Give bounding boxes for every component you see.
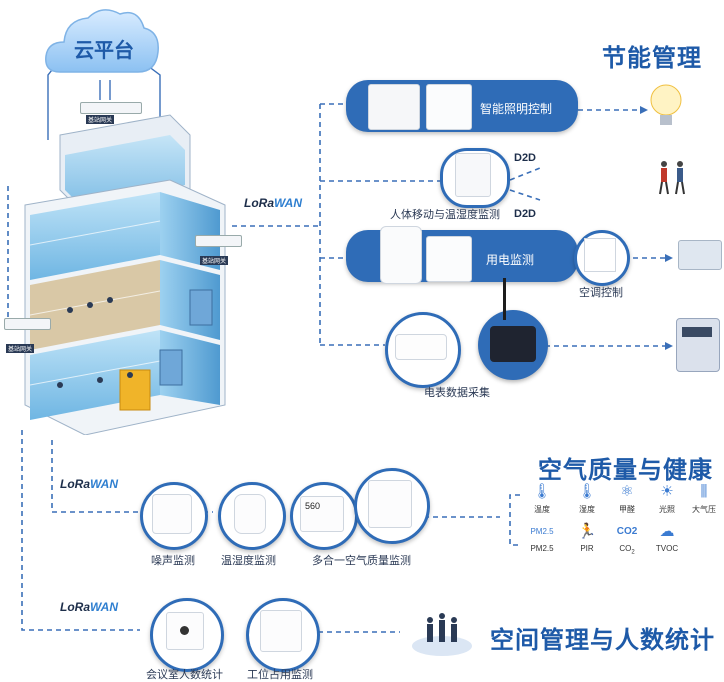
- th-label: 温湿度监测: [221, 555, 276, 567]
- meeting-counter-circle: [150, 598, 224, 672]
- multi-sensor-device: [368, 480, 412, 528]
- runner-icon: 🏃: [577, 523, 597, 540]
- lighting-control-label: 智能照明控制: [480, 102, 553, 116]
- touch-switch-device: [426, 84, 472, 130]
- sensor-label-humidity: 湿度: [579, 505, 595, 514]
- walking-people-icon: [652, 158, 692, 198]
- lorawan-logo-space: LoRaWAN: [60, 600, 118, 614]
- thermometer-icon: 🌡: [577, 483, 597, 500]
- noise-label: 噪声监测: [151, 555, 195, 567]
- gateway-right: [195, 235, 242, 247]
- air-conditioner-icon: [678, 240, 722, 270]
- motion-sensor-device: [455, 153, 491, 197]
- wan-text: WAN: [90, 477, 118, 491]
- meter-label: 电表数据采集: [424, 387, 490, 399]
- lorawan-logo-energy: LoRaWAN: [244, 196, 302, 210]
- wall-socket-device: [426, 236, 472, 282]
- thermometer-icon: 🌡: [532, 483, 552, 500]
- noise-sensor-device: [152, 494, 192, 534]
- collector-box-device: [395, 334, 447, 360]
- gateway-left-label: 基站网关: [6, 344, 35, 353]
- cloud-icon: [45, 9, 159, 73]
- sensor-grid: 🌡 温度 🌡 湿度 ⚛ 甲醛 ☀ 光照 ⫼ 大气压 PM2.5 PM2.5 🏃 …: [520, 482, 720, 562]
- sensor-label-pressure: 大气压: [692, 505, 716, 514]
- bulb-svg: [650, 84, 682, 125]
- gateway-left: [4, 318, 51, 330]
- co2-icon: CO2: [616, 526, 638, 537]
- d2d-label-top: D2D: [514, 152, 537, 164]
- section-title-energy: 节能管理: [602, 45, 702, 72]
- gateway-right-label: 基站网关: [200, 256, 229, 265]
- wan-text: WAN: [274, 196, 302, 210]
- desk-sensor-device: [260, 610, 302, 652]
- section-title-air: 空气质量与健康: [538, 457, 713, 484]
- power-monitoring-label: 用电监测: [486, 253, 535, 267]
- sensor-label-pm25: PM2.5: [530, 544, 554, 553]
- lora-text: LoRa: [60, 477, 90, 491]
- sensor-label-tvoc: TVOC: [655, 544, 679, 553]
- section-title-space: 空间管理与人数统计: [490, 627, 715, 654]
- smart-plug-device: [380, 226, 422, 284]
- counter-lens: [180, 626, 189, 635]
- gateway-top-label: 基站网关: [86, 115, 115, 124]
- sensor-label-co2: CO2: [607, 544, 647, 556]
- molecule-icon: ⚛: [620, 483, 634, 500]
- gateway-antenna: [503, 278, 506, 320]
- cloud-label: 云平台: [74, 40, 134, 62]
- lora-text: LoRa: [244, 196, 274, 210]
- motion-label: 人体移动与温湿度监测: [390, 209, 500, 221]
- people-svg: [659, 161, 685, 195]
- electric-meter-icon: [676, 318, 720, 372]
- co2-text: CO: [619, 544, 632, 553]
- co2-sub: 2: [631, 549, 635, 556]
- desk-occupancy-label: 工位占用监测: [247, 669, 313, 681]
- cloud-dots-icon: ☁: [659, 523, 675, 540]
- multi-sensor-label: 多合一空气质量监测: [312, 555, 411, 567]
- gateway-device: [490, 326, 536, 362]
- people-group-svg: [412, 613, 472, 656]
- ac-controller-device: [584, 238, 616, 272]
- wan-text: WAN: [90, 600, 118, 614]
- th-sensor-device: [234, 494, 266, 534]
- sun-icon: ☀: [660, 483, 674, 500]
- lorawan-logo-air: LoRaWAN: [60, 477, 118, 491]
- ac-control-label: 空调控制: [579, 287, 623, 299]
- sensor-label-pir: PIR: [580, 544, 594, 553]
- light-switch-device: [368, 84, 420, 130]
- co2-reading: 560: [305, 501, 321, 511]
- pressure-icon: ⫼: [700, 483, 708, 500]
- pm25-icon: PM2.5: [530, 527, 554, 536]
- light-bulb-icon: [648, 82, 684, 132]
- meter-display: [682, 327, 712, 337]
- people-counter-device: [166, 612, 204, 650]
- sensor-label-light: 光照: [659, 505, 675, 514]
- people-group-icon: [410, 604, 474, 660]
- building-graphic: [24, 114, 226, 435]
- sensor-label-temperature: 温度: [534, 505, 550, 514]
- co2-display-device: 560: [300, 496, 344, 532]
- meeting-counter-label: 会议室人数统计: [146, 669, 223, 681]
- lora-text: LoRa: [60, 600, 90, 614]
- sensor-label-formaldehyde: 甲醛: [619, 505, 635, 514]
- gateway-top: [80, 102, 142, 114]
- d2d-label-bottom: D2D: [514, 208, 537, 220]
- smart-building-illustration: [10, 95, 235, 435]
- cloud-platform: 云平台: [42, 2, 162, 82]
